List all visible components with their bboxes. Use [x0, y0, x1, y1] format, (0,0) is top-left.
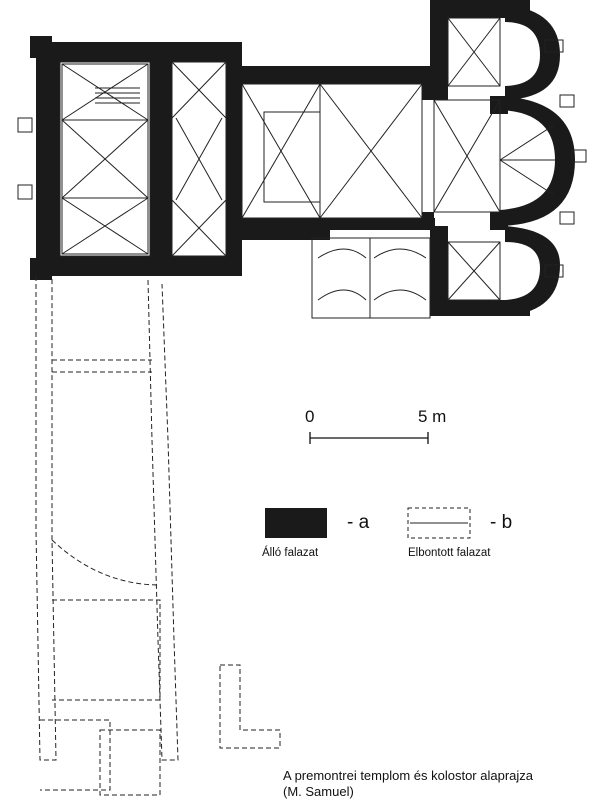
demolished-walls: [35, 276, 281, 796]
legend-swatch-standing-wall: [265, 508, 327, 538]
scale-end-label: 5 m: [418, 407, 447, 426]
legend-code-b: - b: [490, 512, 513, 533]
figure-caption: A premontrei templom és kolostor alapraj…: [283, 768, 533, 800]
legend-code-a: - a: [347, 512, 370, 533]
legend-caption-b: Elbontott falazat: [408, 547, 491, 559]
standing-walls: [30, 0, 575, 316]
caption-line-2: (M. Samuel): [283, 784, 354, 799]
scale-start-label: 0: [305, 407, 315, 426]
legend-caption-a: Álló falazat: [262, 547, 319, 559]
caption-line-1: A premontrei templom és kolostor alapraj…: [283, 768, 534, 783]
scale-bar: [309, 432, 429, 444]
legend-swatch-demolished-wall: [407, 507, 471, 539]
vault-lines: [17, 17, 587, 319]
